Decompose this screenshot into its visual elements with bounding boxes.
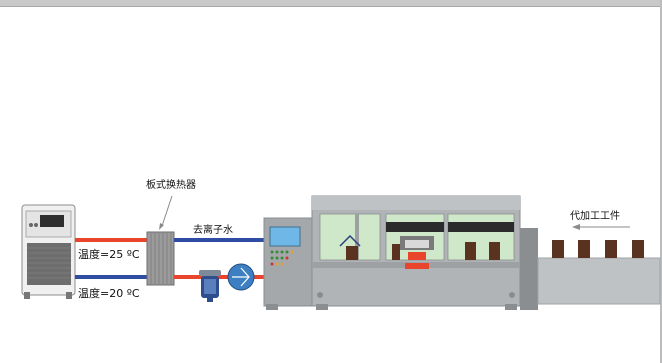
conveyor (520, 228, 661, 310)
return-temperature-label: 温度=20 ºC (78, 287, 140, 300)
supply-temperature-label: 温度=25 ºC (78, 248, 140, 261)
workpiece-block (605, 240, 617, 258)
arrow-left-icon (572, 224, 630, 230)
workpiece-label: 代加工工件 (570, 211, 620, 222)
di-water-supply-pipe (174, 238, 266, 242)
return-pipe-cold (75, 275, 147, 279)
processing-machine (263, 195, 521, 310)
workpiece-block (578, 240, 590, 258)
supply-pipe-hot (75, 238, 147, 242)
top-window-bar (0, 0, 662, 7)
right-scroll-edge (660, 0, 662, 363)
deionized-water-label: 去离子水 (193, 225, 233, 236)
callout-arrow-icon (161, 195, 173, 227)
workpiece-block (632, 240, 644, 258)
plate-heat-exchanger (146, 231, 175, 286)
chiller-unit (21, 204, 76, 299)
pump-icon (227, 263, 255, 291)
heat-exchanger-label: 板式换热器 (146, 180, 196, 191)
workpiece-block (552, 240, 564, 258)
di-water-return-pipe (174, 275, 266, 279)
water-filter-icon (199, 270, 221, 302)
